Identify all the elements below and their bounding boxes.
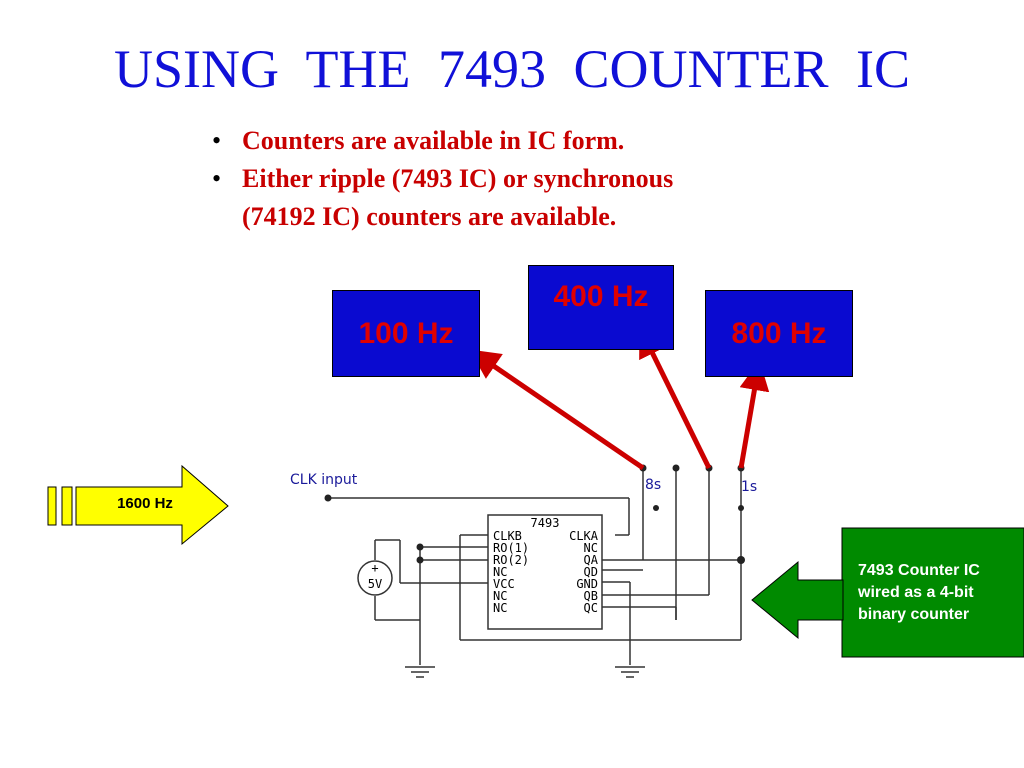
ic-pin-left: RO(2) [493, 553, 529, 567]
input-bar [47, 486, 57, 526]
ic-pin-left: NC [493, 601, 507, 615]
ic-pin-right: GND [576, 577, 598, 591]
ic-pin-left: RO(1) [493, 541, 529, 555]
freq-box-400hz: 400 Hz [528, 265, 674, 350]
note-arrow-head [751, 560, 844, 640]
note-text: 7493 Counter IC wired as a 4-bit binary … [858, 562, 980, 623]
input-bar [61, 486, 73, 526]
ic-pin-right: CLKA [569, 529, 599, 543]
input-arrow [47, 464, 229, 546]
note-box [841, 527, 1024, 658]
input-arrow-shape [75, 464, 229, 546]
ic-pin-right: QA [584, 553, 599, 567]
page-title: USING THE 7493 COUNTER IC [114, 39, 910, 99]
ic-pin-right: QC [584, 601, 598, 615]
ic-pin-left: CLKB [493, 529, 522, 543]
clk-input-label: CLK input [290, 472, 358, 488]
bullet-item: • Counters are available in IC form. [212, 122, 673, 160]
ic-pin-right: QB [584, 589, 598, 603]
arrow-to-400hz [639, 326, 712, 470]
supply-plus: + [371, 561, 378, 575]
note-arrow [751, 527, 1024, 658]
bullet-dot: • [212, 164, 222, 193]
bullet-list: • Counters are available in IC form. • Eit… [212, 122, 673, 236]
ic-pin-left: NC [493, 565, 507, 579]
label-1s: 1s [741, 479, 757, 495]
bullet-item: • Either ripple (7493 IC) or synchronous … [212, 160, 673, 236]
ic-pin-left: NC [493, 589, 507, 603]
arrow-to-100hz [469, 349, 645, 471]
ic-pin-right: NC [584, 541, 598, 555]
label-8s: 8s [645, 477, 661, 493]
supply-voltage: 5V [368, 577, 382, 591]
circuit-wires [328, 470, 742, 665]
input-arrow-label: 1600 Hz [117, 495, 173, 512]
arrow-to-800hz [738, 360, 770, 469]
ic-pin-left: VCC [493, 577, 515, 591]
ic-pin-right: QD [584, 565, 598, 579]
red-arrows [469, 326, 770, 471]
ground-symbols [405, 666, 645, 678]
bullet-dot: • [212, 126, 222, 155]
freq-box-800hz: 800 Hz [705, 290, 853, 377]
ic-7493: 7493 CLKB RO(1) RO(2) NC VCC NC NC CLKA … [487, 514, 603, 630]
bullet-text: Counters are available in IC form. [242, 126, 625, 155]
bullet-text: Either ripple (7493 IC) or synchronous (… [242, 164, 674, 231]
ic-name: 7493 [531, 516, 560, 530]
freq-box-100hz: 100 Hz [332, 290, 480, 377]
power-supply: + 5V [357, 560, 393, 596]
